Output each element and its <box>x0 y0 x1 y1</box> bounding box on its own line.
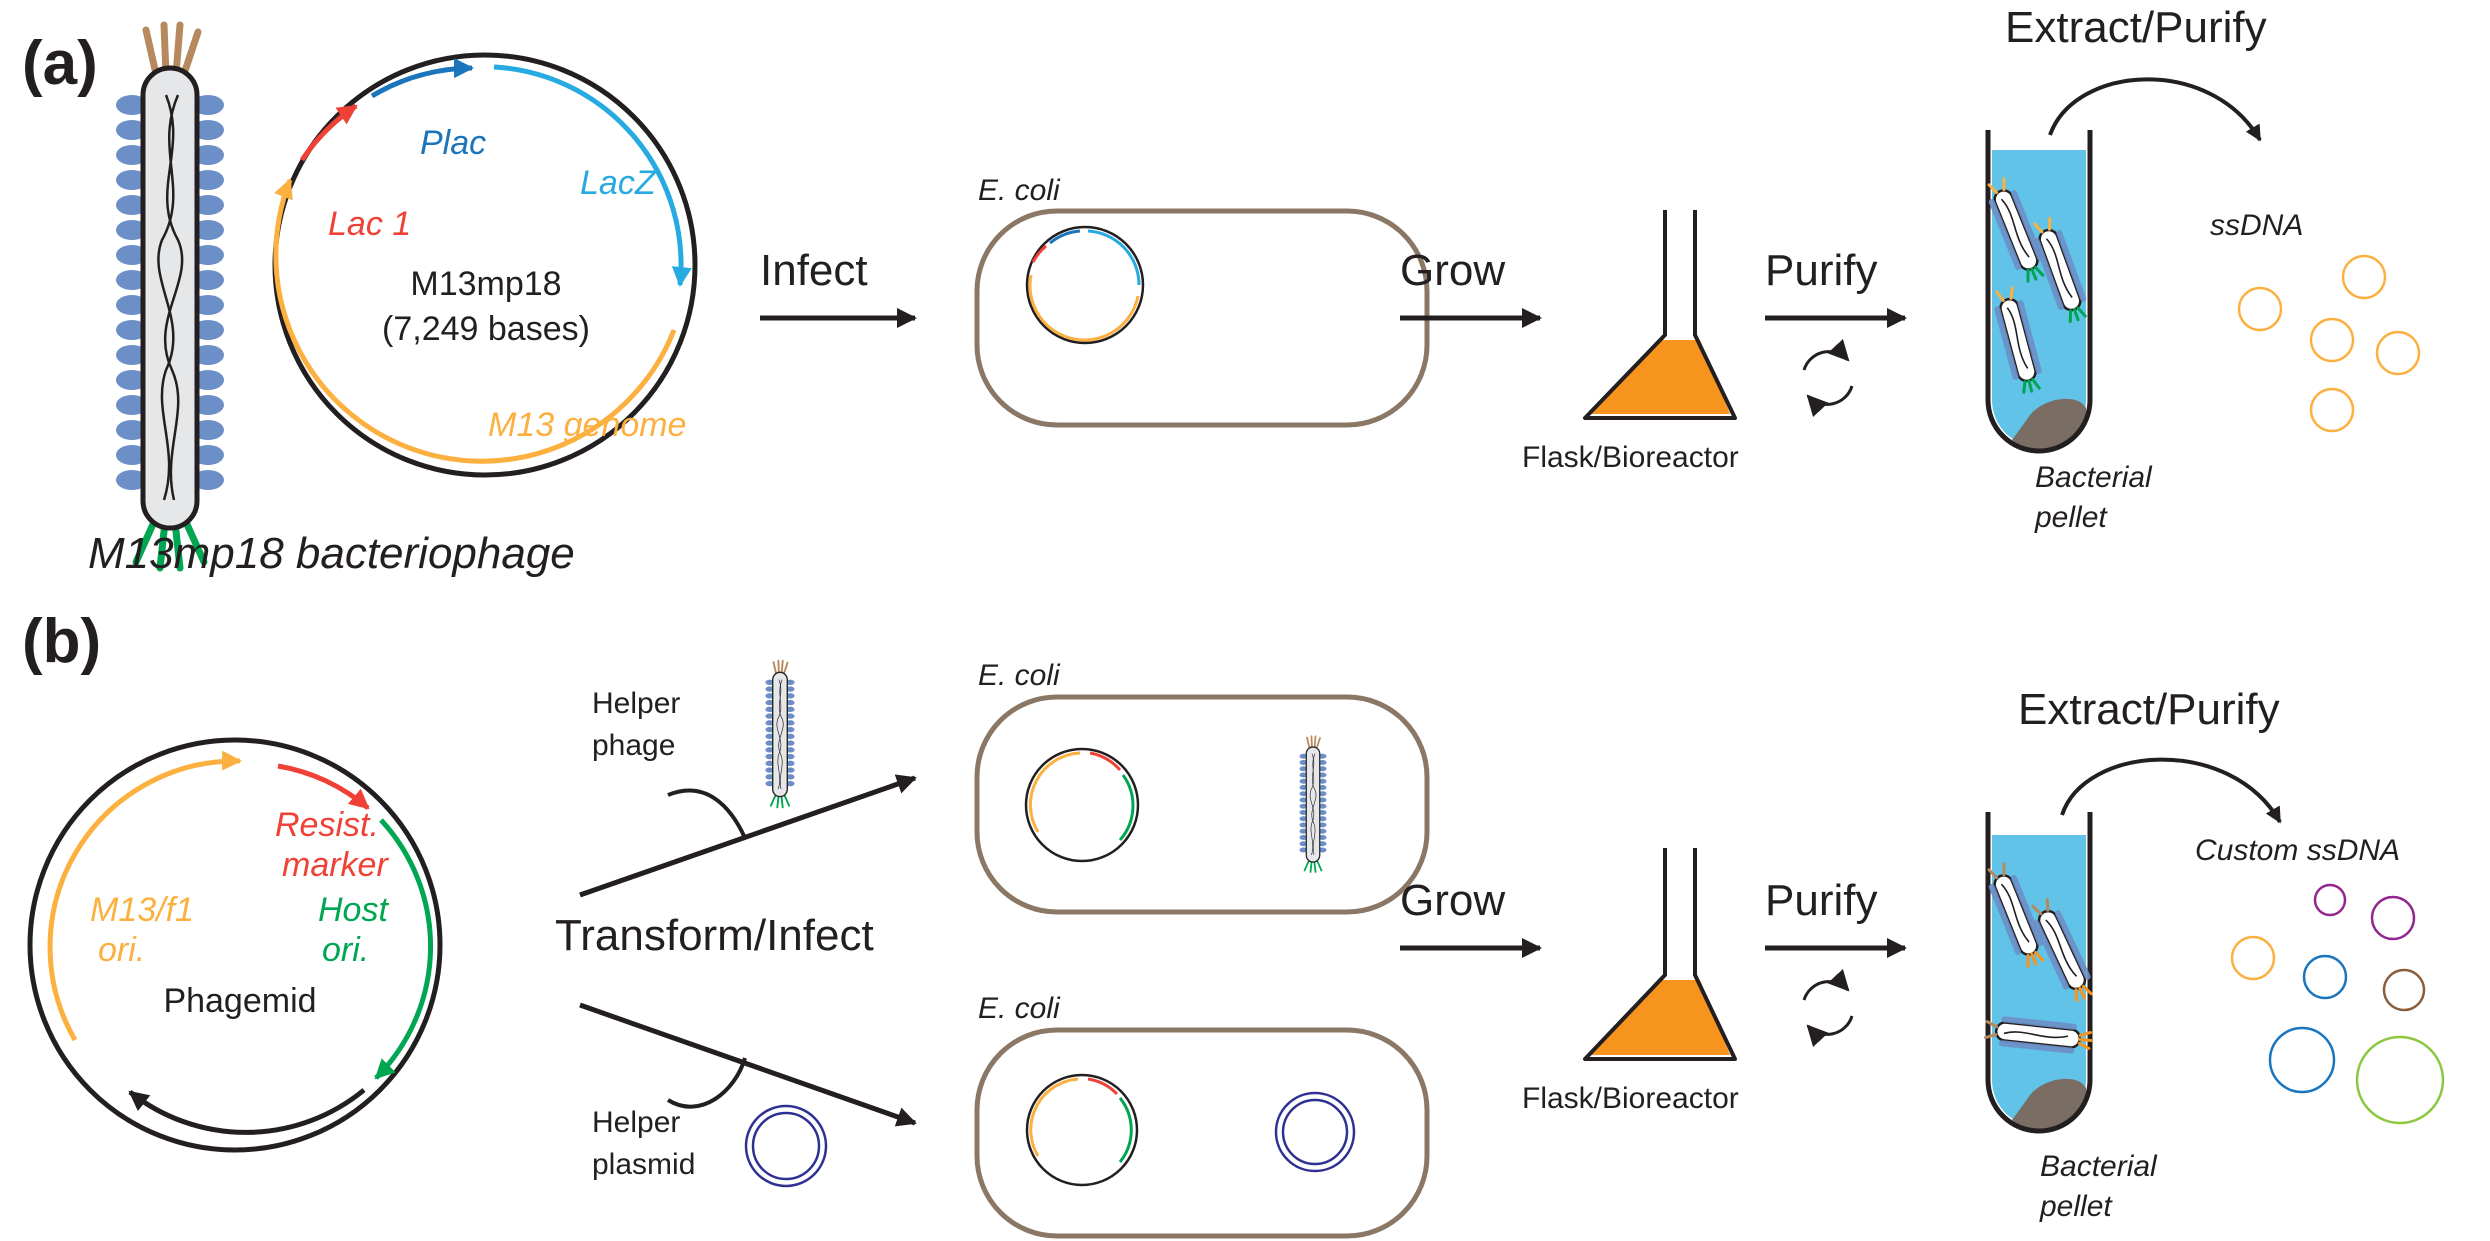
cell-helper-phage-icon <box>1298 735 1328 873</box>
helper-plasmid-icon <box>744 1104 828 1188</box>
ecoli-label-b-top: E. coli <box>978 659 1061 692</box>
purify-label-b: Purify <box>1765 876 1877 925</box>
host-ori-label-2: ori. <box>322 931 369 969</box>
flask-label-b: Flask/Bioreactor <box>1522 1082 1739 1115</box>
custom-ssdna-circles <box>2230 883 2445 1125</box>
resist-label-2: marker <box>282 846 389 884</box>
tube-a <box>1981 130 2094 454</box>
cycle-icon <box>1804 982 1852 1035</box>
ssdna-label: ssDNA <box>2210 209 2303 242</box>
ecoli-cell-b-bottom <box>974 1027 1430 1239</box>
panel-a: (a) M13mp18 bacteriophage Plac LacZ Lac … <box>22 3 2421 578</box>
pellet-label-a1: Bacterial <box>2035 461 2153 494</box>
transform-arrow-up <box>579 774 917 898</box>
grow-label-b: Grow <box>1400 876 1505 925</box>
m13-phage-icon <box>116 25 224 568</box>
pellet-label-a2: pellet <box>2034 501 2108 534</box>
resist-label-1: Resist. <box>275 806 379 844</box>
extract-label-b: Extract/Purify <box>2018 685 2280 734</box>
flask-label-a: Flask/Bioreactor <box>1522 441 1739 474</box>
helper-phage-label-2: phage <box>592 729 675 762</box>
m13-genome-label: M13 genome <box>488 406 686 444</box>
ecoli-cell-b-top <box>974 694 1430 915</box>
helper-plasmid-label-2: plasmid <box>592 1148 695 1181</box>
infect-label: Infect <box>760 246 868 295</box>
phage-caption: M13mp18 bacteriophage <box>88 529 575 578</box>
plac-label: Plac <box>420 124 486 162</box>
plasmid-size: (7,249 bases) <box>382 310 590 348</box>
m13f1-ori-label-2: ori. <box>98 931 145 969</box>
ssdna-circles <box>2237 254 2421 433</box>
panel-b-label: (b) <box>22 607 101 676</box>
cell-b-top-phagemid <box>1024 747 1140 863</box>
phagemid-plasmid: Resist. marker Host ori. M13/f1 ori. Pha… <box>27 737 443 1153</box>
m13f1-ori-label-1: M13/f1 <box>90 891 194 929</box>
transform-label: Transform/Infect <box>555 911 874 960</box>
ecoli-label-a: E. coli <box>978 174 1061 207</box>
purify-label-a: Purify <box>1765 246 1877 295</box>
extract-arrow-a <box>2048 77 2262 142</box>
cell-b-bottom-phagemid <box>1025 1073 1139 1187</box>
host-ori-label-1: Host <box>318 891 389 929</box>
helper-plasmid-label-1: Helper <box>592 1106 680 1139</box>
lac1-label: Lac 1 <box>328 205 411 243</box>
ecoli-label-b-bottom: E. coli <box>978 992 1061 1025</box>
flask-b <box>1583 848 1737 1061</box>
helper-plasmid-join <box>666 1057 747 1109</box>
helper-phage-label-1: Helper <box>592 687 680 720</box>
custom-ssdna-label: Custom ssDNA <box>2195 834 2400 867</box>
cell-helper-plasmid-icon <box>1274 1091 1356 1173</box>
extract-arrow-b <box>2060 757 2282 824</box>
extract-label-a: Extract/Purify <box>2005 3 2267 52</box>
phagemid-name: Phagemid <box>163 982 316 1020</box>
helper-phage-join <box>667 788 747 839</box>
grow-label-a: Grow <box>1400 246 1505 295</box>
pellet-label-b2: pellet <box>2039 1190 2113 1223</box>
tube-b <box>1981 812 2100 1134</box>
cycle-icon <box>1804 352 1852 405</box>
helper-phage-icon <box>764 659 796 809</box>
m13mp18-plasmid: Plac LacZ Lac 1 M13 genome M13mp18 (7,24… <box>272 52 698 478</box>
panel-a-label: (a) <box>22 29 98 98</box>
cell-a-plasmid <box>1025 225 1145 345</box>
pellet-label-b1: Bacterial <box>2040 1150 2158 1183</box>
lacz-label: LacZ <box>580 164 657 202</box>
flask-a <box>1583 210 1737 420</box>
panel-b: (b) Resist. marker Host ori. M13/f1 ori.… <box>22 607 2445 1239</box>
plasmid-name: M13mp18 <box>410 265 561 303</box>
transform-arrow-down <box>579 1002 917 1127</box>
